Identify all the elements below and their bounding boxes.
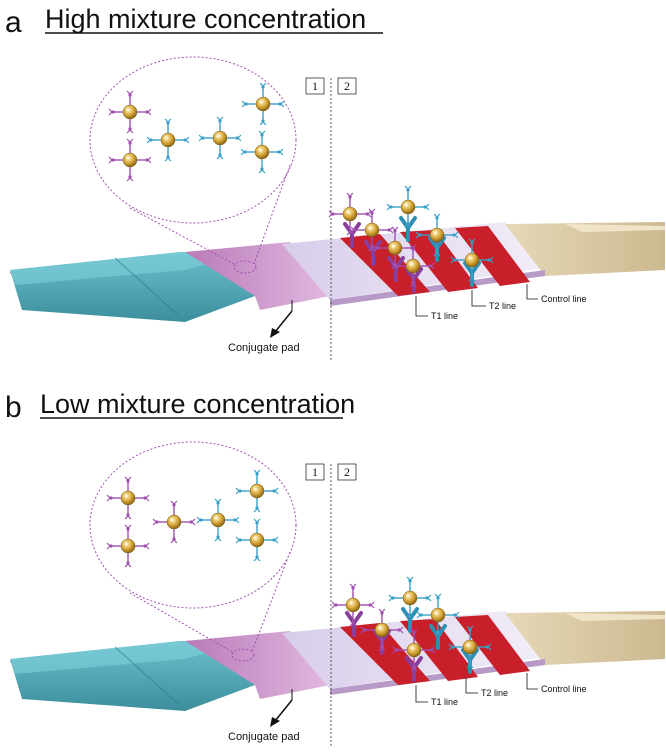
conjugate-pad-label: Conjugate pad bbox=[228, 342, 300, 354]
t1-line-band bbox=[340, 234, 430, 296]
panel-title: Low mixture concentration bbox=[40, 389, 355, 419]
test-strip bbox=[9, 221, 666, 323]
conjugate-particle bbox=[236, 519, 278, 561]
zoom-spot bbox=[233, 260, 257, 274]
conjugate-particle bbox=[241, 131, 283, 173]
zoom-spot bbox=[231, 648, 255, 662]
t2-line-band bbox=[400, 619, 478, 681]
step-label: 2 bbox=[344, 79, 350, 93]
step-box-1 bbox=[305, 463, 325, 481]
step-label: 1 bbox=[312, 465, 318, 479]
step-box-2 bbox=[337, 463, 357, 481]
step-label: 1 bbox=[312, 79, 318, 93]
step-box-1 bbox=[305, 77, 325, 95]
test-strip bbox=[9, 610, 666, 712]
control-label: Control line bbox=[541, 294, 587, 304]
control-line-band bbox=[455, 615, 530, 675]
conjugate-particle bbox=[236, 470, 278, 512]
conjugate-pad-label: Conjugate pad bbox=[228, 731, 300, 743]
panel-letter: a bbox=[5, 6, 22, 39]
zoom-ellipse bbox=[89, 56, 297, 224]
t1-label: T1 line bbox=[431, 311, 458, 321]
bound-conjugate bbox=[332, 584, 374, 626]
bound-conjugate bbox=[329, 193, 371, 235]
t1-line-band bbox=[340, 623, 430, 685]
conjugate-particle bbox=[199, 117, 241, 159]
panel-a: a High mixture concentration 1 2 bbox=[5, 4, 666, 360]
step-label: 2 bbox=[344, 465, 350, 479]
panel-letter: b bbox=[5, 391, 22, 424]
conjugate-particle bbox=[197, 499, 239, 541]
t1-label: T1 line bbox=[431, 697, 458, 707]
t2-label: T2 line bbox=[489, 301, 516, 311]
conjugate-particle bbox=[107, 477, 149, 519]
t2-label: T2 line bbox=[481, 688, 508, 698]
conjugate-particle bbox=[109, 139, 151, 181]
bound-conjugate bbox=[387, 186, 429, 228]
conjugate-particle bbox=[147, 119, 189, 161]
step-box-2 bbox=[337, 77, 357, 95]
zoom-ellipse bbox=[89, 441, 297, 609]
control-label: Control line bbox=[541, 684, 587, 694]
conjugate-particle bbox=[109, 91, 151, 133]
panel-b: b Low mixture concentration 1 2 bbox=[5, 389, 666, 748]
panel-title: High mixture concentration bbox=[45, 4, 366, 34]
conjugate-particle bbox=[153, 501, 195, 543]
conjugate-particle bbox=[242, 83, 284, 125]
bound-conjugate bbox=[389, 577, 431, 619]
t2-line-band bbox=[400, 230, 478, 292]
conjugate-particle bbox=[107, 525, 149, 567]
